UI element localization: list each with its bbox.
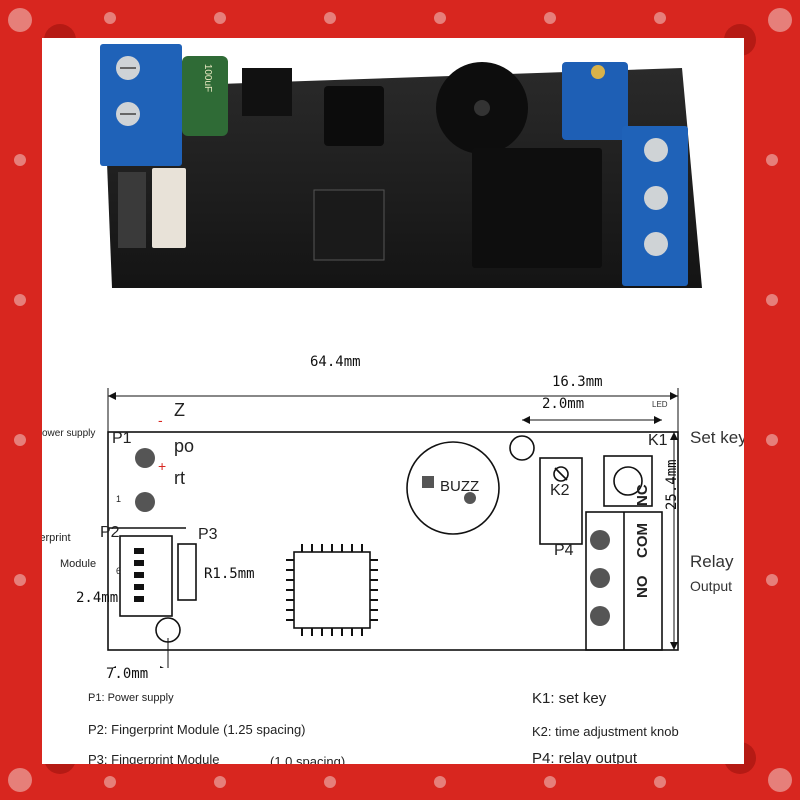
mount-hole-bottom	[155, 617, 181, 643]
nc-label: NC	[634, 484, 651, 506]
legend-p2: P2: Fingerprint Module (1.25 spacing)	[88, 722, 306, 737]
led-label: LED	[652, 400, 668, 409]
content-area: 100uF	[42, 38, 744, 764]
capacitor: 100uF	[182, 56, 228, 136]
k2-box	[539, 457, 583, 545]
p3-connector	[177, 543, 197, 601]
dim-total-label: 64.4mm	[310, 354, 361, 370]
capacitor-label: 100uF	[202, 64, 213, 92]
p1-side-label: ower supply	[42, 428, 96, 439]
border-left	[0, 0, 42, 800]
mount-hole-top	[509, 435, 535, 461]
relay-side-l1: Relay	[690, 552, 734, 571]
border-top	[0, 0, 800, 38]
connector-p2	[152, 168, 186, 248]
dim-right-label: 16.3mm	[552, 374, 603, 390]
relay	[472, 148, 602, 268]
p1-terminal-plus	[135, 492, 155, 512]
buzz-label: BUZZ	[440, 478, 480, 495]
p2-pin1: 1	[116, 494, 122, 504]
p1-minus-sign: -	[158, 412, 163, 428]
p2-connector	[119, 535, 173, 617]
legend-k2: K2: time adjustment knob	[532, 724, 679, 739]
no-label: NO	[634, 575, 651, 599]
legend-p4: P4: relay output	[532, 750, 638, 764]
set-key-side-label: Set key	[690, 428, 744, 447]
p1-side-z: Z	[174, 400, 185, 420]
p2-label: P2	[100, 524, 120, 541]
fingerprint-side-l2: Module	[60, 558, 97, 570]
p4-label: P4	[554, 542, 574, 559]
connector-p3	[118, 172, 146, 248]
legend-p3-spacing: (1.0 spacing)	[270, 754, 346, 764]
legend-p1: P1: Power supply	[88, 692, 174, 704]
dim-left-label: 7.0mm	[106, 666, 149, 682]
dim-hole-left-label: 2.4mm	[76, 590, 119, 606]
k1-label: K1	[648, 432, 668, 449]
legend-k1: K1: set key	[532, 690, 607, 707]
dimension-drawing	[107, 388, 679, 668]
p1-label: P1	[112, 430, 132, 447]
mcu-outline	[293, 551, 371, 629]
voltage-regulator	[242, 68, 292, 116]
pcb-photo: 100uF	[100, 44, 702, 288]
board-outline	[107, 431, 679, 651]
p3-label: P3	[198, 526, 218, 543]
buzzer	[436, 62, 528, 154]
potentiometer	[562, 62, 628, 140]
k2-label: K2	[550, 482, 570, 499]
p1-plus-sign: +	[158, 458, 167, 474]
terminal-block-left	[100, 44, 182, 166]
dim-hole-top-label: 2.0mm	[542, 396, 585, 412]
buzz-outline	[406, 441, 500, 535]
p1-side-po: po	[174, 436, 195, 456]
legend-p3: P3: Fingerprint Module	[88, 752, 220, 764]
k1-switch	[603, 455, 653, 507]
border-bottom	[0, 764, 800, 800]
p1-side-rt: rt	[174, 468, 185, 488]
p1-terminal-minus	[135, 448, 155, 468]
inductor	[324, 86, 384, 146]
relay-side-l2: Output	[690, 578, 733, 594]
radius-label: R1.5mm	[204, 566, 255, 582]
dim-height-label: 25.4mm	[664, 459, 680, 510]
mcu-chip	[313, 189, 385, 261]
border-right	[744, 0, 800, 800]
terminal-block-right	[622, 126, 688, 286]
p2-pin6: 6	[116, 566, 122, 576]
fingerprint-side-l1: Fingerprint	[42, 532, 71, 544]
com-label: COM	[634, 523, 651, 558]
